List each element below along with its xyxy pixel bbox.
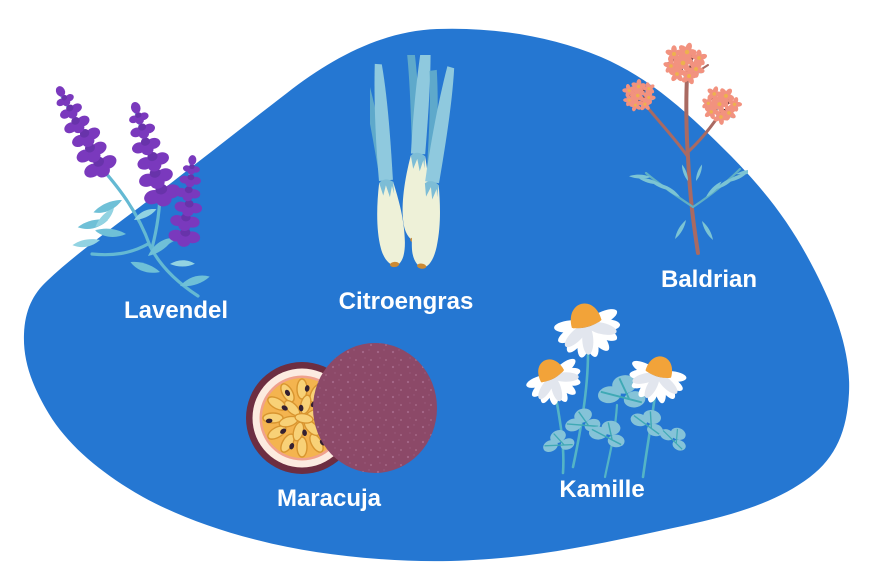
label-kamille: Kamille xyxy=(559,476,645,503)
blob-shape xyxy=(23,28,850,562)
label-baldrian: Baldrian xyxy=(660,266,758,293)
lavender-illustration xyxy=(30,50,211,298)
lemongrass-illustration xyxy=(370,55,463,271)
valerian-illustration xyxy=(616,35,748,255)
chamomile-illustration xyxy=(525,285,693,479)
label-maracuja: Maracuja xyxy=(276,485,382,512)
passionfruit-illustration xyxy=(246,343,437,474)
label-lavendel: Lavendel xyxy=(123,297,229,324)
label-citroengras: Citroengras xyxy=(338,288,474,315)
passionfruit-whole xyxy=(313,343,437,473)
